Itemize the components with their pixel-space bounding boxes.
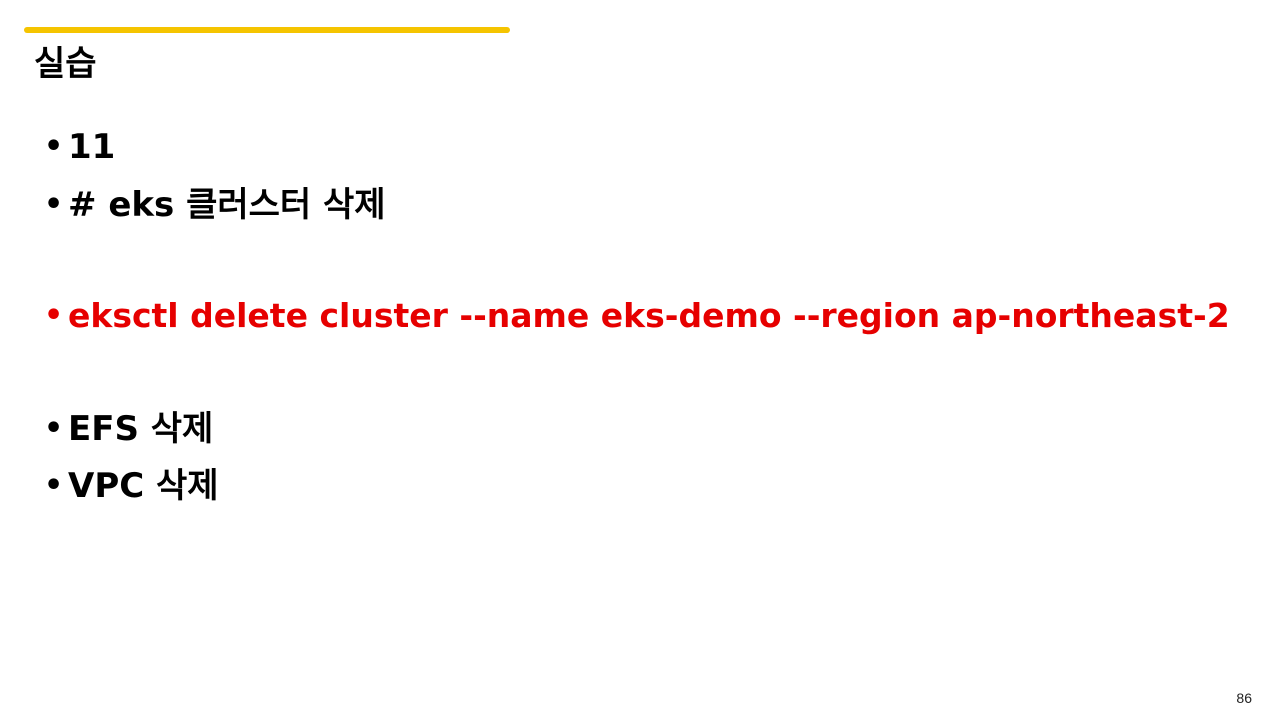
bullet-text: eksctl delete cluster --name eks-demo --… — [68, 296, 1230, 335]
page-number: 86 — [1236, 690, 1252, 706]
bullet-dot-icon: • — [44, 468, 64, 503]
bullet-dot-icon: • — [44, 129, 64, 164]
bullet-text: EFS 삭제 — [68, 409, 214, 449]
title-accent-bar — [24, 27, 510, 33]
bullet-item-comment: • # eks 클러스터 삭제 — [44, 180, 386, 230]
bullet-item-command: • eksctl delete cluster --name eks-demo … — [44, 291, 1230, 341]
bullet-item-vpc: • VPC 삭제 — [44, 461, 219, 511]
bullet-text: VPC 삭제 — [68, 466, 219, 506]
bullet-dot-icon: • — [44, 187, 64, 222]
bullet-text: 11 — [68, 127, 116, 167]
bullet-dot-icon: • — [44, 411, 64, 446]
bullet-text: # eks 클러스터 삭제 — [68, 185, 386, 225]
bullet-dot-icon: • — [44, 298, 64, 333]
bullet-item-count: • 11 — [44, 122, 115, 172]
bullet-item-efs: • EFS 삭제 — [44, 404, 213, 454]
slide-title: 실습 — [34, 44, 97, 84]
